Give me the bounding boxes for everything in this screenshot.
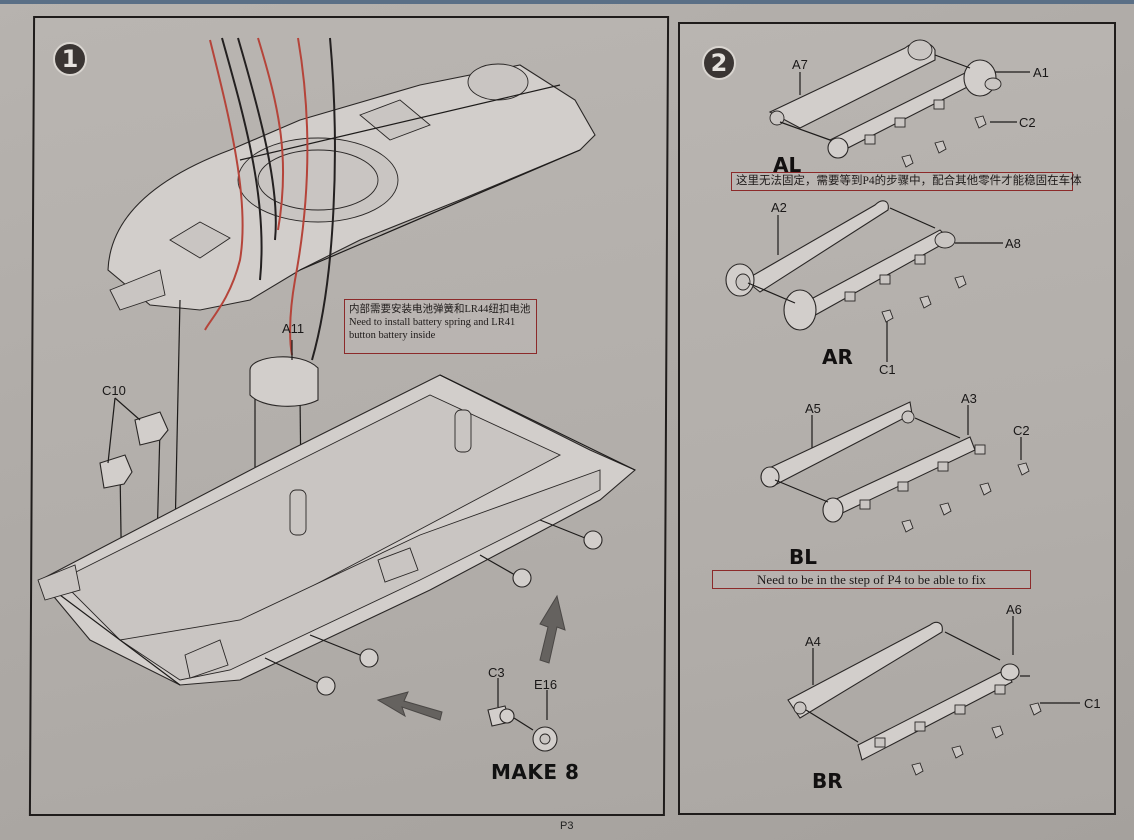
arrow-left-icon xyxy=(376,691,443,721)
suspension-assembly-br xyxy=(787,616,1080,776)
variant-label-ar: AR xyxy=(822,345,853,369)
page-number: P3 xyxy=(560,820,574,832)
part-label-c3: C3 xyxy=(488,665,505,680)
battery-note-en-1: Need to install battery spring and LR41 xyxy=(349,317,516,328)
fix-later-note-en: Need to be in the step of P4 to be able … xyxy=(712,570,1031,589)
page-top-edge xyxy=(0,0,1134,4)
step-2-badge: 2 xyxy=(702,46,736,80)
part-label-br-1: A4 xyxy=(805,634,821,649)
part-label-ar-2: A8 xyxy=(1005,236,1021,251)
make-quantity-label: MAKE 8 xyxy=(491,760,580,784)
variant-label-br: BR xyxy=(812,769,843,793)
black-wire xyxy=(221,37,263,281)
part-label-br-3: C1 xyxy=(1084,696,1101,711)
part-label-e16: E16 xyxy=(534,677,558,692)
red-wire xyxy=(204,39,244,331)
battery-note-zh: 内部需要安装电池弹簧和LR44纽扣电池 xyxy=(349,304,531,315)
variant-label-al: AL xyxy=(773,153,802,177)
battery-box-part xyxy=(249,356,319,407)
part-label-br-2: A6 xyxy=(1006,602,1022,617)
part-label-c10: C10 xyxy=(102,383,126,398)
part-label-ar-1: A2 xyxy=(771,200,787,215)
lower-hull-part xyxy=(37,374,637,686)
arrow-up-right-icon xyxy=(539,594,566,664)
wheel-assemblies xyxy=(264,519,603,696)
suspension-assembly-bl xyxy=(760,401,1030,533)
suspension-assembly-ar xyxy=(725,200,1003,362)
battery-note: 内部需要安装电池弹簧和LR44纽扣电池 Need to install batt… xyxy=(344,299,537,354)
step-1-badge: 1 xyxy=(53,42,87,76)
upper-hull-part xyxy=(107,63,596,311)
part-label-al-3: C2 xyxy=(1019,115,1036,130)
fix-later-note-en-text: Need to be in the step of P4 to be able … xyxy=(757,572,986,587)
part-label-bl-3: C2 xyxy=(1013,423,1030,438)
part-label-ar-3: C1 xyxy=(879,362,896,377)
part-label-bl-2: A3 xyxy=(961,391,977,406)
suspension-assembly-al xyxy=(768,39,1030,168)
bracket-part xyxy=(134,411,169,446)
fix-later-note-zh: 这里无法固定，需要等到P4的步骤中，配合其他零件才能稳固在车体 xyxy=(731,172,1082,191)
part-label-al-1: A7 xyxy=(792,57,808,72)
part-label-a11: A11 xyxy=(282,321,305,336)
part-label-bl-1: A5 xyxy=(805,401,821,416)
fix-later-note-zh-text: 这里无法固定，需要等到P4的步骤中，配合其他零件才能稳固在车体 xyxy=(736,175,1082,187)
battery-note-en-2: button battery inside xyxy=(349,330,436,341)
variant-label-bl: BL xyxy=(789,545,817,569)
bracket-part xyxy=(99,454,133,489)
part-label-al-2: A1 xyxy=(1033,65,1049,80)
